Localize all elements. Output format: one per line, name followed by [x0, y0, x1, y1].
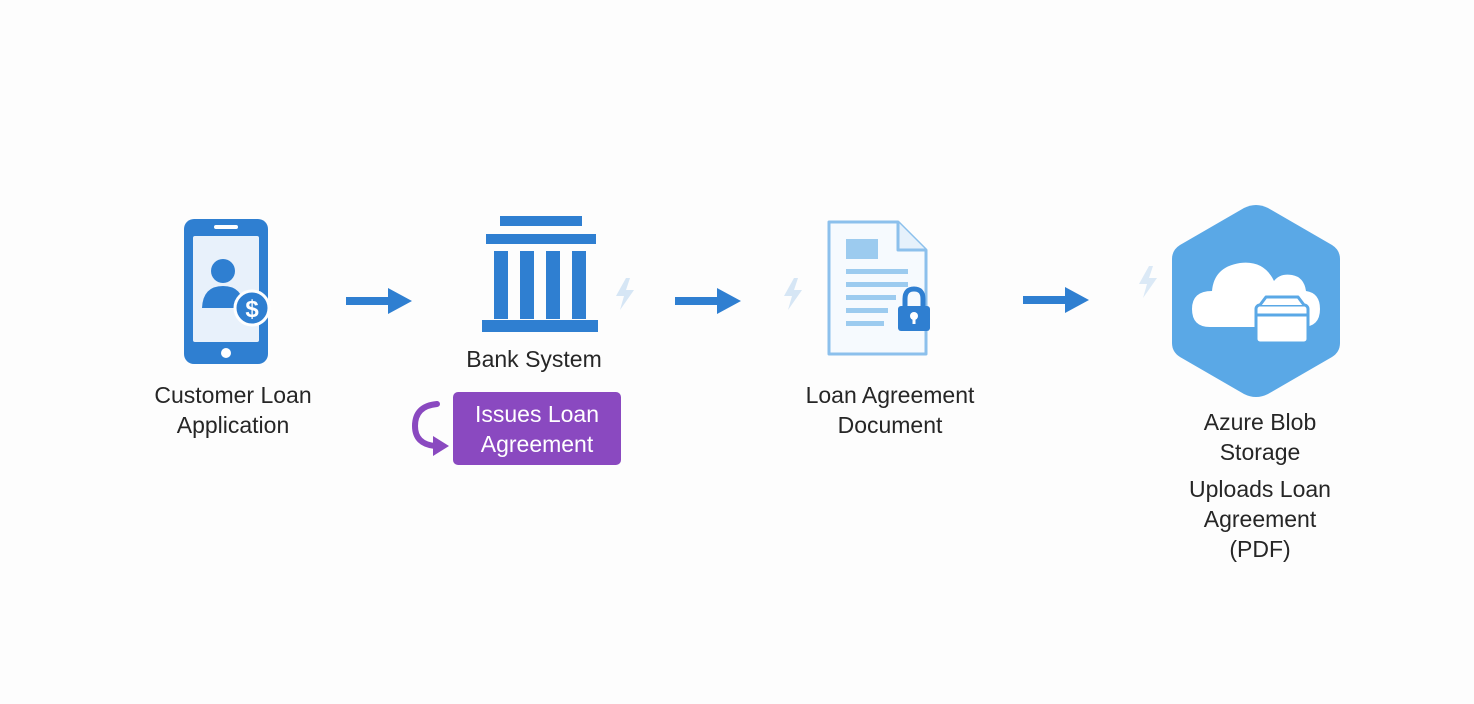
storage-label: Azure Blob Storage [1160, 407, 1360, 467]
bank-node [482, 214, 600, 334]
smartphone-user-dollar-icon: $ [184, 219, 271, 364]
badge-line-1: Issues Loan [474, 401, 600, 427]
azure-blob-cloud-hexagon-icon [1172, 205, 1340, 397]
spark-icon [1139, 266, 1157, 298]
svg-text:$: $ [245, 296, 259, 323]
locked-document-icon [827, 220, 930, 356]
storage-action-line-1: Uploads Loan [1189, 476, 1331, 502]
storage-label-line-2: Storage [1219, 439, 1301, 465]
arrow-right-icon [675, 288, 741, 314]
bank-building-icon [482, 216, 598, 332]
customer-label: Customer Loan Application [133, 380, 333, 440]
spark-icon [784, 278, 802, 310]
storage-label-line-1: Azure Blob [1203, 409, 1317, 435]
customer-label-line-2: Application [176, 412, 290, 438]
customer-label-line-1: Customer Loan [154, 382, 312, 408]
storage-action-line-2: Agreement [1203, 506, 1317, 532]
spark-icon [616, 278, 634, 310]
document-node [826, 219, 932, 359]
document-label: Loan Agreement Document [780, 380, 1000, 440]
loop-arrow-icon [411, 401, 449, 456]
storage-action-label: Uploads Loan Agreement (PDF) [1160, 474, 1360, 564]
document-label-line-1: Loan Agreement [805, 382, 975, 408]
issues-loan-agreement-badge: Issues Loan Agreement [453, 392, 621, 465]
arrow-right-icon [346, 288, 412, 314]
bank-label: Bank System [466, 346, 602, 372]
badge-line-2: Agreement [480, 431, 594, 457]
storage-action-line-3: (PDF) [1229, 536, 1291, 562]
document-label-line-2: Document [837, 412, 943, 438]
arrow-right-icon [1023, 287, 1089, 313]
customer-node: $ [176, 216, 276, 368]
storage-node [1168, 203, 1344, 399]
